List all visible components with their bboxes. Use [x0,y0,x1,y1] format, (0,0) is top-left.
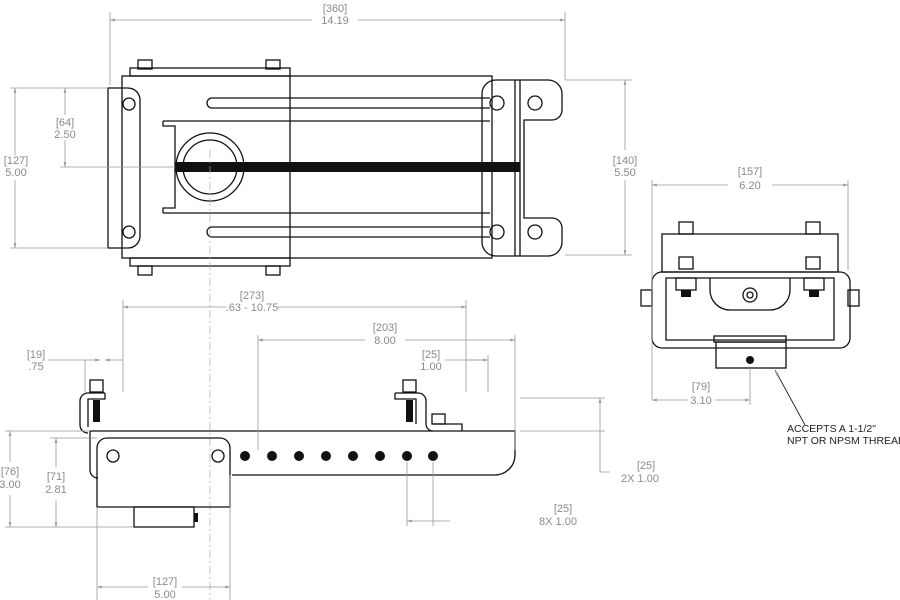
dim-hole-span-in: 8.00 [374,335,395,347]
dim-hole-span-mm: [203] [373,322,397,334]
dim-plate-height-left-mm: [127] [4,155,28,167]
top-view [107,59,563,276]
dim-adjust-range-in: .63 - 10.75 [226,302,279,314]
side-view [79,379,516,528]
dimension-labels: [360] 14.19 [64] 2.50 [127] 5.00 [140] 5… [0,3,900,600]
dim-overall-length-in: 14.19 [321,15,349,27]
dim-left-offset-in: .75 [28,361,43,373]
dim-overall-length-mm: [360] [323,3,347,15]
dim-block-height-in: 2.81 [45,484,66,496]
dim-hole-pitch-in: 8X 1.00 [539,516,577,528]
front-view [640,221,860,369]
dim-front-width-in: 6.20 [739,180,760,192]
dim-block-height-mm: [71] [47,471,65,483]
dim-rise-in: 2X 1.00 [621,473,659,485]
dim-half-height-mm: [64] [56,117,74,129]
dim-plate-height-right-mm: [140] [613,155,637,167]
dim-block-width-mm: [127] [153,576,177,588]
thread-note-line1: ACCEPTS A 1-1/2" [787,423,876,435]
dim-right-offset-in: 1.00 [420,361,441,373]
dim-half-height-in: 2.50 [54,129,75,141]
dim-left-offset-mm: [19] [27,349,45,361]
dim-hole-pitch-mm: [25] [554,503,572,515]
dim-plate-height-left-in: 5.00 [5,167,26,179]
dim-side-height-mm: [76] [1,466,19,478]
dim-front-half-in: 3.10 [690,395,711,407]
dim-block-width-in: 5.00 [154,589,175,600]
adjustment-holes [240,451,438,461]
dim-rise-mm: [25] [637,460,655,472]
dim-plate-height-right-in: 5.50 [614,167,635,179]
dimension-lines [5,12,849,600]
dim-side-height-in: 3.00 [0,479,21,491]
dim-right-offset-mm: [25] [422,349,440,361]
dim-front-half-mm: [79] [692,381,710,393]
dim-front-width-mm: [157] [738,166,762,178]
thread-note-line2: NPT OR NPSM THREAD [787,435,900,447]
threaded-rod [175,162,520,172]
dim-adjust-range-mm: [273] [240,290,264,302]
